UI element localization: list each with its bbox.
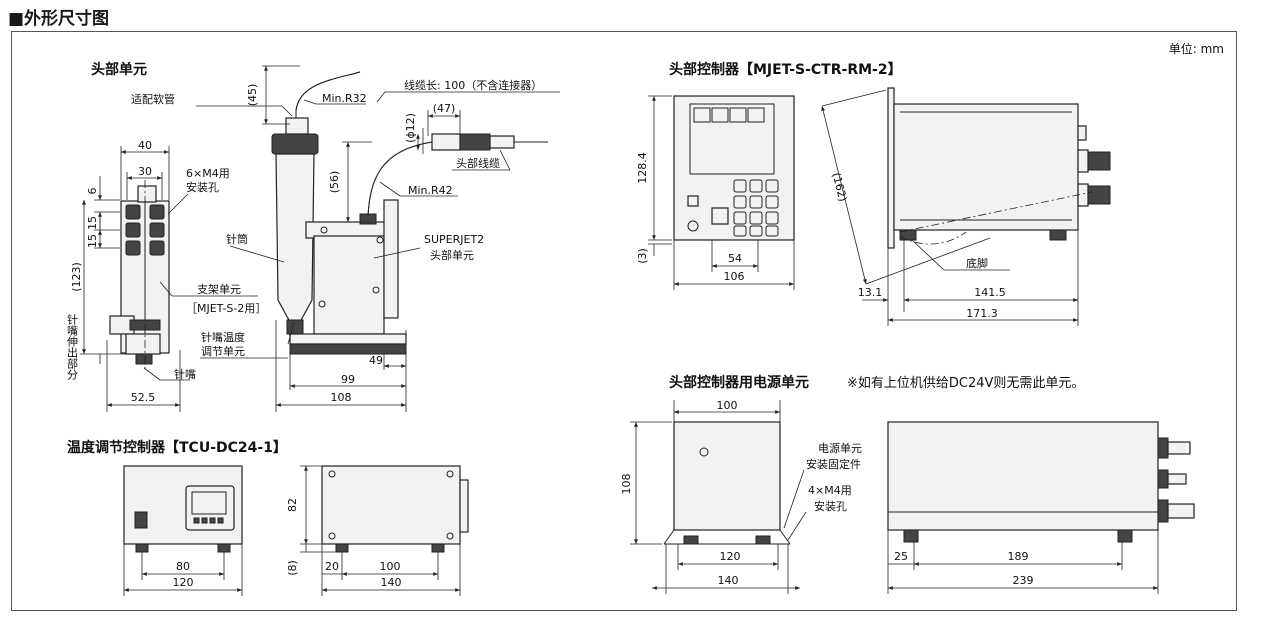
controller-dimensions [648,89,1079,326]
holes-label-2: 安装孔 [186,180,219,194]
dim-54: 54 [728,252,742,265]
dim-106: 106 [724,270,745,283]
dim-162: (162) [830,171,850,203]
dim-140: 140 [718,574,739,587]
controller-section: 头部控制器【MJET-S-CTR-RM-2】 [636,61,1111,326]
dim-128-4: 128.4 [636,152,649,184]
head-unit-title: 头部单元 [91,61,147,78]
head-unit-dimensions [262,65,461,412]
dim-15a: 15 [86,216,99,230]
dim-45: (45) [246,84,259,107]
foot-label: 底脚 [966,256,988,270]
power-section: 头部控制器用电源单元 ※如有上位机供给DC24V则无需此单元。 电源单元 安装固… [620,374,1195,594]
bracket-label-1: 支架单元 [197,283,241,296]
bracket-label-2: ［MJET-S-2用］ [186,302,266,315]
fix-label-1: 电源单元 [818,441,862,455]
page-title: ■外形尺寸图 [8,9,110,29]
drawing-frame [11,31,1237,611]
controller-title: 头部控制器【MJET-S-CTR-RM-2】 [669,61,902,78]
dim-3: (3) [636,248,649,264]
dim-56: (56) [328,171,341,194]
dim-100: 100 [717,399,738,412]
power-front-view [663,421,791,545]
controller-front-view [673,95,795,241]
dim-120: 120 [173,576,194,589]
tcu-section: 温度调节控制器【TCU-DC24-1】 [67,439,469,596]
dim-100: 100 [380,560,401,573]
dim-189: 189 [1008,550,1029,563]
dim-99: 99 [341,373,355,386]
hose-label: 适配软管 [131,92,175,106]
power-side-view [887,421,1195,543]
dim-52-5: 52.5 [131,391,156,404]
power-note: ※如有上位机供给DC24V则无需此单元。 [847,375,1084,391]
dim-47: (47) [433,102,456,115]
power-dimensions [630,400,1159,594]
bracket-dimensions [80,146,181,412]
dim-239: 239 [1013,574,1034,587]
fix-label-2: 安装固定件 [806,457,861,471]
bracket-front-view [109,180,170,372]
nozzle-protrude-label: 针嘴伸出部分 [66,313,79,380]
dim-123: (123) [70,262,83,292]
tcu-front-view [123,465,243,553]
head-unit-section: 头部单元 [66,61,560,412]
tcu-side-view [321,465,469,553]
dim-120: 120 [720,550,741,563]
dim-15b: 15 [86,234,99,248]
dim-phi12: (ϕ12) [404,113,417,143]
min-r32-label: Min.R32 [322,92,367,105]
power-holes-label-1: 4×M4用 [808,484,852,497]
dim-6: 6 [86,188,99,195]
dim-108: 108 [331,391,352,404]
unit-label: 单位: mm [1169,41,1224,56]
dim-82: 82 [286,498,299,512]
dim-171-3: 171.3 [966,307,998,320]
cable-length-label: 线缆长: 100（不含连接器） [404,78,542,92]
power-holes-label-2: 安装孔 [814,499,847,513]
dim-49: 49 [369,354,383,367]
nozzle-temp-label-2: 调节单元 [201,345,245,358]
dim-20: 20 [325,560,339,573]
syringe-label: 针筒 [226,232,248,246]
nozzle-temp-label-1: 针嘴温度 [201,330,245,344]
dim-8: (8) [286,560,299,576]
dim-108: 108 [620,474,633,495]
head-cable-label: 头部线缆 [456,156,500,170]
dim-40: 40 [138,139,152,152]
head-unit-side-view [271,71,548,355]
dim-140: 140 [381,576,402,589]
dim-80: 80 [176,560,190,573]
tcu-title: 温度调节控制器【TCU-DC24-1】 [67,439,287,456]
superjet-label-1: SUPERJET2 [424,233,484,246]
tcu-dimensions [123,465,461,596]
dim-30: 30 [138,165,152,178]
dim-141-5: 141.5 [974,286,1006,299]
holes-label-1: 6×M4用 [186,167,230,180]
superjet-label-2: 头部单元 [430,248,474,262]
power-title: 头部控制器用电源单元 [669,374,809,391]
dim-13-1: 13.1 [858,286,883,299]
controller-side-view [887,87,1111,249]
nozzle-label: 针嘴 [174,367,196,381]
dim-25: 25 [894,550,908,563]
min-r42-label: Min.R42 [408,184,453,197]
